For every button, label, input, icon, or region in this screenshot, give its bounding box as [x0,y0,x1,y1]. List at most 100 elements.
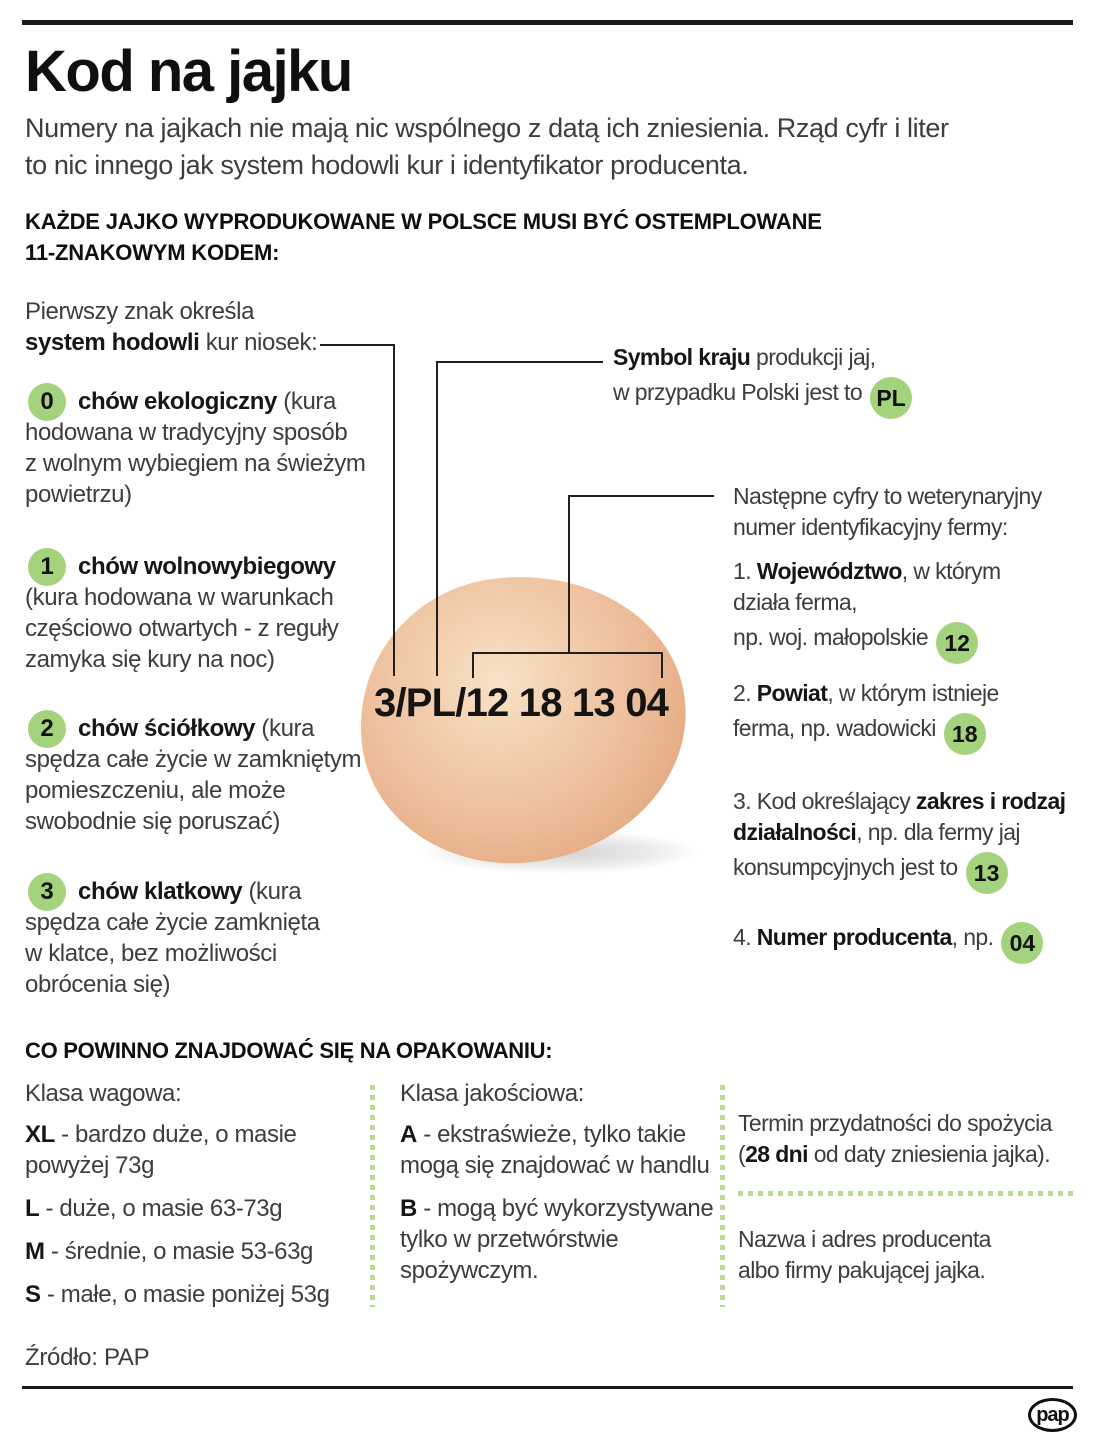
shelf-life-line: (28 dni od daty zniesienia jajka). [738,1139,1052,1170]
text-segment: - średnie, o masie 53-63g [44,1238,314,1265]
shelf-life-line: Termin przydatności do spożycia [738,1108,1052,1139]
text-segment: tylko w przetwórstwie [400,1226,619,1253]
item-line: obrócenia się) [25,969,385,1000]
text-segment: spędza całe życie zamknięta [25,909,320,936]
item-line: (kura hodowana w warunkach [25,582,385,613]
text-segment: 1. [733,558,757,584]
source-credit: Źródło: PAP [25,1344,150,1371]
item-line: chów wolnowybiegowy [25,551,385,582]
farm-line: 2. Powiat, w którym istnieje [733,678,999,709]
farm-item-2: 2. Powiat, w którym istnieje ferma, np. … [733,678,999,755]
weight-line: S - małe, o masie poniżej 53g [25,1279,330,1310]
text-segment: A [400,1121,417,1148]
text-segment: system hodowli [25,329,200,356]
weight-entry: XL - bardzo duże, o masie powyżej 73g [25,1119,330,1181]
text-segment: pomieszczeniu, ale może [25,777,286,804]
quality-title: Klasa jakościowa: [400,1080,584,1107]
text-segment: Pierwszy znak określa [25,298,255,325]
text-segment: , np. [951,924,994,951]
farm-item-4: 4. Numer producenta, np.04 [733,918,1044,964]
text-segment: 28 dni [745,1141,808,1167]
bottom-rule [22,1386,1073,1389]
text-segment: Województwo [756,558,903,584]
text-segment: (kura [276,388,336,415]
farm-line-text: np. woj. małopolskie [733,624,929,651]
connector-country-h [436,361,603,363]
text-segment: , w którym istnieje [827,680,999,706]
text-segment: działalności [733,819,857,845]
text-segment: 3. Kod określający [733,788,916,814]
text-segment: - duże, o masie 63-73g [39,1195,283,1222]
text-segment: Następne cyfry to weterynaryjny [733,483,1042,509]
country-note: Symbol kraju produkcji jaj, w przypadku … [613,342,913,419]
producer-name-note: Nazwa i adres producenta albo firmy paku… [738,1224,991,1286]
quality-line: B - mogą być wykorzystywane [400,1193,714,1224]
farm-line: 1. Województwo, w którym [733,556,1001,587]
text-segment: 2. [733,680,757,706]
egg-code-text: 3/PL/12 18 13 04 [374,681,669,725]
weight-line: L - duże, o masie 63-73g [25,1193,330,1224]
text-segment: numer identyfikacyjny fermy: [733,514,1008,540]
first-char-intro: Pierwszy znak określa system hodowli kur… [25,296,318,358]
text-segment: B [400,1195,417,1222]
text-segment: Powiat [756,680,828,706]
extra-divider [738,1191,1073,1196]
item-line: chów ekologiczny (kura [25,386,385,417]
connector-farm-v [568,495,570,654]
text-segment: Numer producenta [756,924,952,951]
heading-line: 11-ZNAKOWYM KODEM: [25,240,280,265]
quality-entry: B - mogą być wykorzystywane tylko w prze… [400,1193,714,1286]
text-segment: Termin przydatności do spożycia [738,1110,1052,1136]
pap-logo: pap [1028,1398,1077,1432]
item-line: powietrzu) [25,479,385,510]
text-segment: hodowana w tradycyjny sposób [25,419,348,446]
bracket-right-tick [661,652,663,678]
text-segment: - mogą być wykorzystywane [416,1195,714,1222]
quality-line: A - ekstraświeże, tylko takie [400,1119,713,1150]
text-segment: chów ekologiczny [78,388,277,415]
item-line: w klatce, bez możliwości [25,938,385,969]
text-segment: zamyka się kury na noc) [25,646,275,673]
text-segment: (kura [242,878,302,905]
system-code-badge-2: 2 [28,710,66,748]
shelf-life-note: Termin przydatności do spożycia (28 dni … [738,1108,1052,1170]
farm-item-1: 1. Województwo, w którym działa ferma, n… [733,556,1001,664]
quality-entry: A - ekstraświeże, tylko takie mogą się z… [400,1119,713,1181]
quality-line: tylko w przetwórstwie [400,1224,713,1255]
subtitle-line: to nic innego jak system hodowli kur i i… [25,150,749,180]
text-segment: Nazwa i adres producenta [738,1226,991,1252]
item-line: hodowana w tradycyjny sposób [25,417,385,448]
system-item-3: 3 chów klatkowy (kura spędza całe życie … [25,873,385,1000]
farm-line-text: konsumpcyjnych jest to [733,854,958,880]
weight-line: M - średnie, o masie 53-63g [25,1236,330,1267]
text-segment: powyżej 73g [25,1152,155,1179]
text-segment: np. woj. małopolskie [733,624,929,651]
text-segment: Symbol kraju [613,344,751,370]
text-segment: kur niosek: [199,329,318,356]
text-segment: chów klatkowy [78,878,243,905]
text-segment: chów ściółkowy [78,715,256,742]
farm-intro: Następne cyfry to weterynaryjny numer id… [733,481,1042,543]
subtitle-line: Numery na jajkach nie mają nic wspólnego… [25,113,949,143]
column-divider-1 [370,1085,375,1307]
region-code-badge: 12 [936,622,979,664]
system-code-badge-1: 1 [28,548,66,586]
text-segment: 4. [733,924,757,951]
text-segment: mogą się znajdować w handlu [400,1152,710,1179]
text-segment: chów wolnowybiegowy [78,553,336,580]
farm-item-3: 3. Kod określający zakres i rodzaj dział… [733,786,1066,894]
farm-line: np. woj. małopolskie 12 [733,618,1001,664]
weight-line: XL - bardzo duże, o masie [25,1119,330,1150]
system-item-2: 2 chów ściółkowy (kura spędza całe życie… [25,710,385,837]
text-segment: , np. dla fermy jaj [856,819,1020,845]
item-line: spędza całe życie w zamkniętym [25,744,385,775]
text-segment: ferma, np. wadowicki [733,715,936,742]
country-code-badge: PL [870,377,913,419]
farm-line: działa ferma, [733,587,1001,618]
packaging-heading: CO POWINNO ZNAJDOWAĆ SIĘ NA OPAKOWANIU: [25,1038,553,1063]
text-segment: z wolnym wybiegiem na świeżym [25,450,366,477]
top-rule [22,20,1073,25]
item-line: pomieszczeniu, ale może [25,775,385,806]
